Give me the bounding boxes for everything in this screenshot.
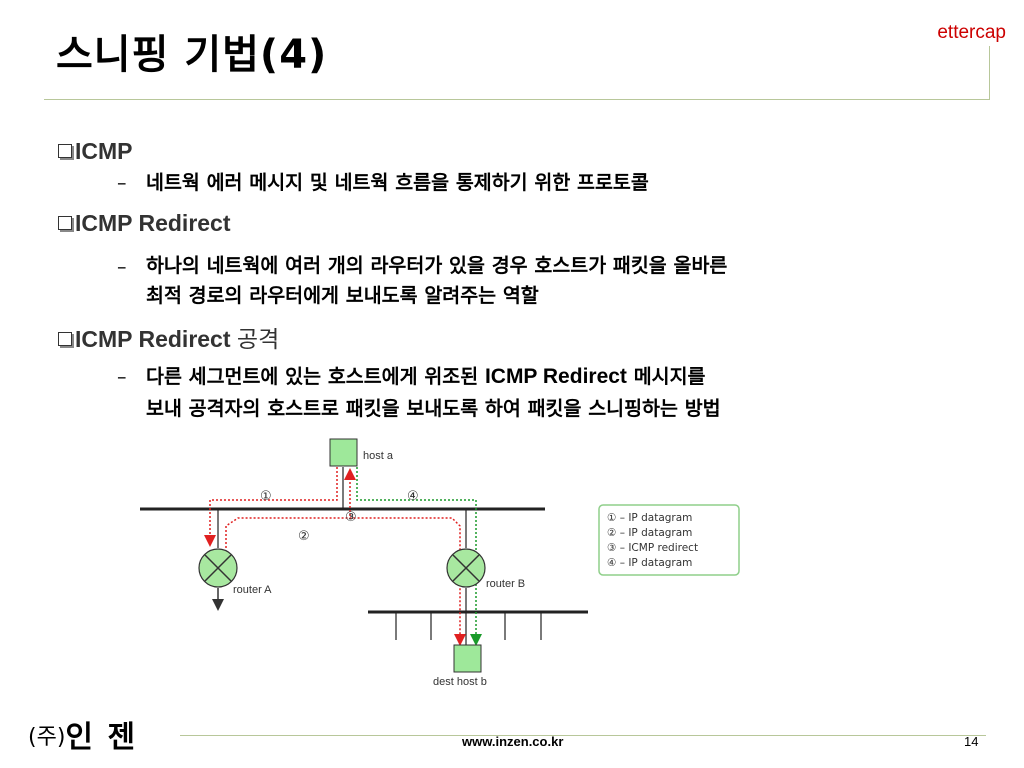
legend-box (598, 504, 740, 576)
topic-label: ettercap (937, 22, 1006, 43)
dest-host-b-label: dest host b (433, 676, 487, 688)
bullet-icmp-redirect: ICMP Redirect (58, 210, 231, 237)
company-paren: (주) (28, 725, 66, 750)
red-path (204, 467, 466, 646)
legend-item-4: ④ – IP datagram (607, 557, 692, 569)
checkbox-bullet-icon (58, 144, 72, 158)
dash-icon: – (117, 172, 127, 194)
footer-url: www.inzen.co.kr (462, 734, 564, 749)
page-number: 14 (964, 734, 979, 749)
bullet-redirect-desc-line2: 최적 경로의 라우터에게 보내도록 알려주는 역할 (146, 284, 539, 307)
router-a-icon (198, 548, 238, 588)
company-name: 인 젠 (65, 720, 138, 755)
legend-item-1: ① – IP datagram (607, 512, 692, 524)
dash-icon: – (117, 366, 127, 388)
title-rule-vertical (989, 46, 990, 100)
bullet-icmp-desc: 네트웍 에러 메시지 및 네트웍 흐름을 통제하기 위한 프로토콜 (146, 171, 649, 194)
router-b-icon (446, 548, 486, 588)
marker-2: ② (298, 529, 310, 544)
bullet-attack-desc-line2: 보내 공격자의 호스트로 패킷을 보내도록 하여 패킷을 스니핑하는 방법 (146, 397, 721, 420)
footer-rule (180, 735, 986, 736)
marker-3: ③ (345, 510, 357, 525)
bullet-icmp: ICMP (58, 138, 133, 165)
slide-title: 스니핑 기법(4) (56, 32, 328, 78)
router-a-label: router A (233, 584, 272, 596)
bullet-redirect-desc-line1: 하나의 네트웍에 여러 개의 라우터가 있을 경우 호스트가 패킷을 올바른 (146, 254, 728, 277)
host-a-node (329, 438, 358, 467)
bullet-label: ICMP (75, 138, 133, 164)
title-underline (44, 99, 990, 100)
bullet-icmp-redirect-attack: ICMP Redirect 공격 (58, 320, 279, 354)
bullet-label: ICMP Redirect (75, 326, 231, 352)
bullet-attack-desc-line1: 다른 세그먼트에 있는 호스트에게 위조된 ICMP Redirect 메시지를 (146, 362, 706, 391)
legend-item-3: ③ – ICMP redirect (607, 542, 698, 554)
text-run: 메시지를 (633, 365, 706, 388)
marker-4: ④ (407, 489, 419, 504)
host-a-label: host a (363, 450, 394, 462)
router-b-label: router B (486, 578, 525, 590)
checkbox-bullet-icon (58, 332, 72, 346)
dash-icon: – (117, 256, 127, 278)
legend-item-2: ② – IP datagram (607, 527, 692, 539)
text-run-latin: ICMP Redirect (484, 365, 627, 388)
marker-1: ① (260, 489, 272, 504)
text-run: 다른 세그먼트에 있는 호스트에게 위조된 (146, 365, 479, 388)
company-logo: (주)인 젠 (28, 712, 137, 756)
bus-drop-lines (395, 612, 542, 640)
dest-host-b-node (453, 644, 482, 673)
checkbox-bullet-icon (58, 216, 72, 230)
bullet-label: ICMP Redirect (75, 210, 231, 236)
bullet-label-suffix: 공격 (236, 327, 280, 353)
